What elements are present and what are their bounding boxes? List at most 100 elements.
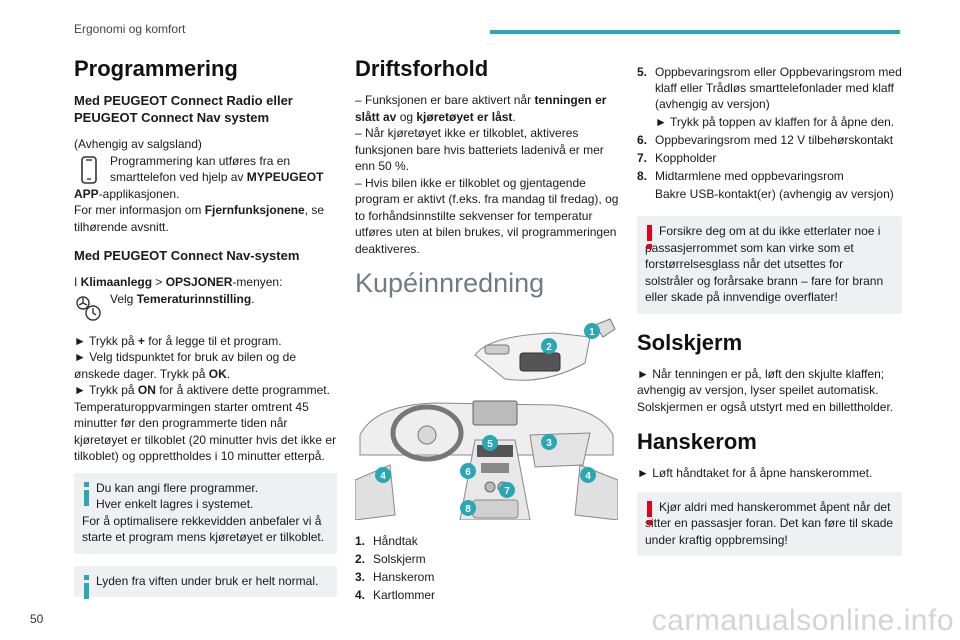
item-text: Håndtak	[373, 534, 418, 548]
text: ► Trykk på	[74, 383, 138, 397]
text: – Funksjonen er bare aktivert når	[355, 93, 535, 107]
paragraph: ► Trykk på + for å legge til et program.	[74, 333, 337, 350]
text: og	[396, 109, 417, 124]
bold-text: Temeraturinnstilling	[136, 291, 252, 306]
callout-markers: 1 2 3 4 5 6 7 8 4	[375, 323, 600, 516]
warning-icon	[647, 225, 652, 249]
bold-text: Fjernfunksjonene	[204, 203, 305, 217]
bold-text: kjøretøyet er låst	[416, 109, 513, 124]
parts-list: 5. Oppbevaringsrom eller Oppbevaringsrom …	[637, 64, 902, 202]
text: , se tilhørende avsnitt.	[74, 203, 325, 234]
callout-label: 5	[487, 439, 493, 450]
item-number	[637, 186, 655, 202]
page-number: 50	[30, 612, 44, 626]
subheading: Med PEUGEOT Connect Nav-system	[74, 248, 300, 263]
list-item: 3.Hanskerom	[355, 569, 620, 585]
item-text: Kartlommer	[373, 588, 436, 602]
text: -menyen:	[232, 275, 283, 289]
running-header: Ergonomi og komfort	[74, 22, 186, 36]
info-icon	[84, 481, 89, 506]
warning-icon	[647, 500, 652, 525]
item-text: Hanskerom	[373, 570, 435, 584]
item-number: 1.	[355, 534, 366, 548]
callout-label: 1	[589, 327, 595, 338]
text: I	[74, 275, 81, 289]
note-line: For å optimalisere rekkevidden anbefaler…	[82, 513, 325, 545]
parts-list: 1. Håndtak 2. Solskjerm 3.Hanskerom 4.Kart…	[355, 533, 620, 603]
item-number	[637, 114, 655, 130]
paragraph: ► Når tenningen er på, løft den skjulte …	[637, 366, 894, 414]
text: .	[226, 366, 231, 381]
subheading: Med PEUGEOT Connect Radio eller PEUGEOT …	[74, 93, 293, 125]
watermark: carmanualsonline.info	[651, 604, 954, 637]
bold-text: OPSJONER	[165, 275, 233, 289]
paragraph: ► Løft håndtaket for å åpne hanskerommet…	[637, 466, 873, 480]
list-item: 8.Midtarmlene med oppbevaringsrom	[637, 168, 902, 184]
section-title: Solskjerm	[637, 329, 743, 355]
app-name: MYPEUGEOT APP	[74, 170, 324, 201]
item-number: 5.	[637, 65, 648, 79]
list-item: 5. Oppbevaringsrom eller Oppbevaringsrom …	[637, 64, 902, 112]
item-text: Oppbevaringsrom eller Oppbevaringsrom me…	[655, 65, 902, 111]
callout-label: 4	[380, 471, 386, 482]
item-text: ► Trykk på toppen av klaffen for å åpne …	[655, 115, 895, 129]
text: >	[152, 275, 166, 289]
callout-label: 3	[546, 438, 552, 449]
section-title: Programmering	[74, 56, 238, 81]
info-note: Lyden fra viften under bruk er helt norm…	[74, 565, 337, 599]
list-item: 2. Solskjerm	[355, 551, 620, 567]
item-number: 8.	[637, 169, 648, 183]
list-item: 7. Koppholder	[637, 150, 902, 166]
callout-label: 2	[546, 342, 552, 353]
item-number: 6.	[637, 133, 648, 147]
bold-text: +	[137, 333, 145, 348]
info-icon	[84, 574, 89, 599]
paragraph: – Hvis bilen ikke er tilkoblet og gjenta…	[355, 175, 619, 256]
paragraph: – Funksjonen er bare aktivert når tennin…	[355, 92, 620, 125]
paragraph: I Klimaanlegg > OPSJONER-menyen:	[74, 274, 337, 291]
item-number: 7.	[637, 151, 648, 165]
info-note: Du kan angi flere programmer. Hver enkel…	[74, 472, 337, 554]
item-text: Oppbevaringsrom med 12 V tilbehørskontak…	[655, 133, 894, 147]
text: .	[251, 291, 255, 306]
text: ► Velg tidspunktet for bruk av bilen og …	[74, 350, 297, 381]
text: Programmering kan utføres fra en smartte…	[110, 153, 291, 185]
text: for å legge til et program.	[144, 333, 282, 348]
list-item: 6. Oppbevaringsrom med 12 V tilbehørskont…	[637, 132, 902, 148]
text: .	[512, 109, 516, 124]
note-line: Lyden fra viften under bruk er helt norm…	[96, 573, 319, 588]
column-programmering: Programmering Med PEUGEOT Connect Radio …	[74, 56, 337, 607]
section-title: Driftsforhold	[355, 56, 489, 81]
fan-thermometer-icon	[76, 295, 101, 321]
bold-text: ON	[137, 383, 156, 397]
paragraph: ► Trykk på ON for å aktivere dette progr…	[74, 382, 337, 399]
list-item: 4.Kartlommer	[355, 587, 620, 603]
list-item: 1. Håndtak	[355, 533, 620, 549]
note-line: Du kan angi flere programmer.	[96, 480, 259, 495]
bold-text: Klimaanlegg	[80, 275, 153, 289]
section-title: Hanskerom	[637, 429, 757, 454]
list-item: Bakre USB-kontakt(er) (avhengig av versj…	[637, 186, 902, 202]
warning-text: Forsikre deg om at du ikke etterlater no…	[645, 224, 884, 304]
text: (Avhengig av salgsland)	[74, 137, 202, 151]
note-line: Hver enkelt lagres i systemet.	[96, 497, 254, 511]
item-text: Solskjerm	[373, 552, 426, 566]
item-text: Bakre USB-kontakt(er) (avhengig av versj…	[655, 187, 894, 201]
callout-label: 7	[504, 486, 510, 497]
smartphone-icon	[81, 155, 97, 184]
text: ► Trykk på	[74, 333, 138, 348]
paragraph: Temperaturoppvarmingen starter omtrent 4…	[74, 399, 337, 464]
paragraph: Programmering kan utføres fra en smartte…	[74, 153, 337, 236]
paragraph: (Avhengig av salgsland)	[74, 136, 337, 153]
paragraph: Velg Temeraturinnstilling.	[74, 291, 337, 325]
callout-label: 6	[465, 467, 471, 478]
warning-note: Kjør aldri med hanskerommet åpent når de…	[637, 491, 902, 556]
item-text: Koppholder	[655, 151, 717, 165]
paragraph: – Når kjøretøyet ikke er tilkoblet, akti…	[355, 126, 604, 173]
warning-note: Forsikre deg om at du ikke etterlater no…	[637, 216, 902, 314]
chapter-title: Kupéinnredning	[355, 268, 545, 298]
callout-label: 4	[585, 471, 591, 482]
callout-label: 8	[465, 504, 471, 515]
text: for å aktivere dette programmet.	[155, 383, 330, 397]
item-number: 2.	[355, 552, 366, 566]
